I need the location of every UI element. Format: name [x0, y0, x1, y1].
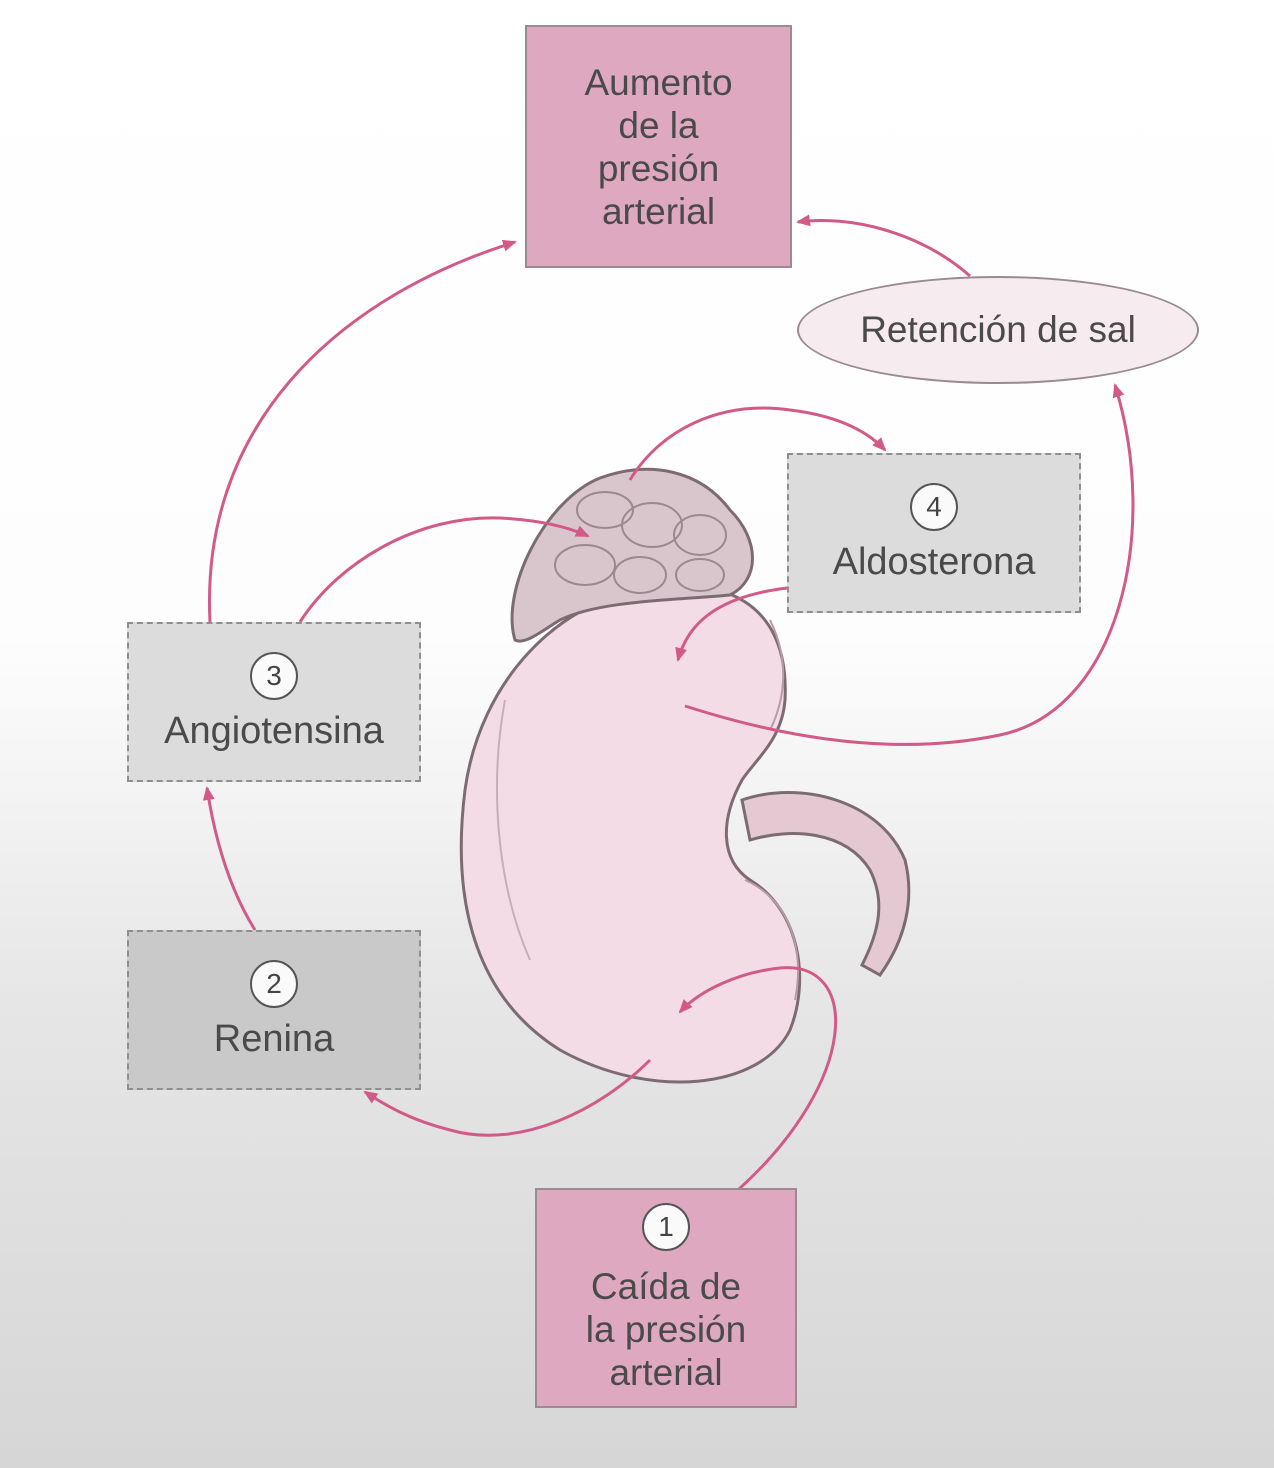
arrow-angiotensina-to-aumento [207, 239, 517, 623]
aldosterona-label: Aldosterona [832, 540, 1036, 583]
adrenal-gland-icon [510, 467, 754, 643]
caida-presion-label: Caída de la presión arterial [585, 1265, 747, 1393]
aldosterona-box: 4 Aldosterona [787, 453, 1081, 613]
arrow-kidney-to-retencion [684, 383, 1135, 746]
angiotensina-box: 3 Angiotensina [127, 622, 421, 782]
arrow-renina-to-angiotensina [202, 786, 257, 931]
kidney-icon [459, 584, 911, 1084]
arrow-caida-to-kidney [678, 966, 838, 1192]
aumento-presion-box: Aumento de la presión arterial [525, 25, 792, 268]
step-number-3: 3 [250, 651, 298, 700]
renina-label: Renina [213, 1017, 335, 1060]
step-number-4: 4 [910, 482, 958, 531]
arrow-aldosterona-to-kidney [675, 586, 788, 662]
arrow-adrenal-to-aldosterona [628, 406, 887, 481]
step-number-2: 2 [250, 959, 298, 1008]
angiotensina-label: Angiotensina [164, 709, 384, 752]
renina-box: 2 Renina [127, 930, 421, 1090]
retencion-sal-ellipse: Retención de sal [797, 276, 1199, 384]
arrow-retencion-to-aumento [796, 214, 971, 278]
retencion-sal-label: Retención de sal [860, 309, 1136, 350]
caida-presion-box: 1 Caída de la presión arterial [535, 1188, 797, 1408]
arrow-kidney-to-renina [363, 1058, 652, 1137]
aumento-presion-label: Aumento de la presión arterial [584, 61, 733, 232]
ureter-icon [740, 791, 911, 977]
step-number-1: 1 [642, 1202, 690, 1251]
arrow-angiotensina-to-adrenal [298, 516, 590, 623]
